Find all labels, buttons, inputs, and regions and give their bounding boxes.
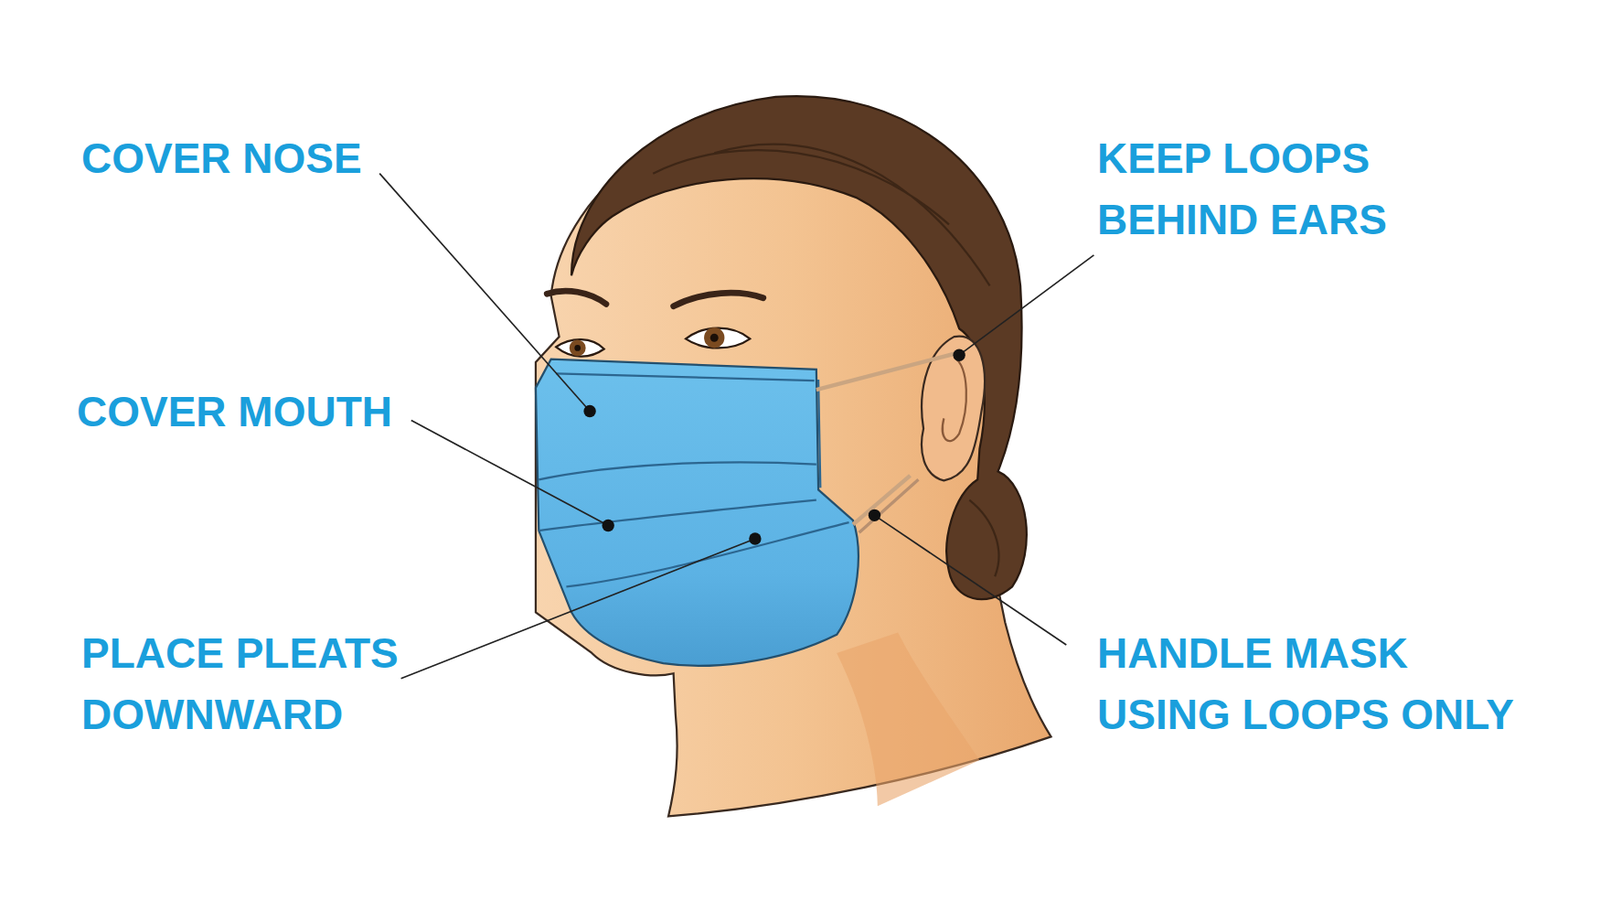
iris [569, 339, 587, 356]
neck-shade [836, 632, 980, 807]
leader-lines [379, 173, 1094, 679]
iris [704, 327, 725, 348]
pupil [574, 344, 581, 352]
leader-dots [583, 349, 965, 545]
eye [685, 328, 750, 349]
eyebrow [546, 290, 607, 304]
callout-label: KEEP LOOPS BEHIND EARS [1097, 128, 1482, 251]
ear-loop [816, 352, 958, 390]
eye [555, 339, 604, 356]
pupil [710, 333, 719, 342]
ear-loop [853, 475, 911, 525]
callout-label: COVER MOUTH [76, 381, 461, 443]
ear-inner [942, 356, 967, 441]
callout-label: HANDLE MASK USING LOOPS ONLY [1097, 622, 1532, 746]
eyebrow [673, 292, 764, 306]
callout-label: COVER NOSE [81, 128, 429, 190]
callout-label: PLACE PLEATS DOWNWARD [81, 622, 420, 746]
